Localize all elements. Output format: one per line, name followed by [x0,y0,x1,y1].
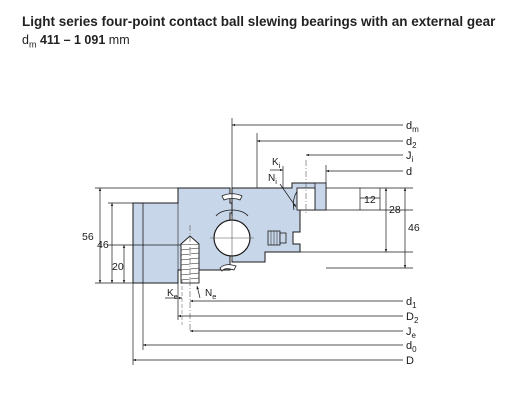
outer-gap-dimensions [165,285,201,300]
diameter-unit: mm [108,33,130,47]
raceway-top [215,209,249,217]
label-D2: D2 [406,311,419,325]
label-ki: Ki [272,157,281,170]
label-d0: d0 [406,340,417,354]
seal-bottom [219,264,237,272]
diameter-range-value: 411 – 1 091 [39,33,106,47]
grease-nipple [267,230,287,246]
diameter-range: dm 411 – 1 091 mm [22,33,130,50]
label-d2: d2 [406,136,417,150]
label-d: d [406,166,412,178]
label-dm: dm [406,120,419,134]
dim-46-right: 46 [408,222,420,234]
dim-20: 20 [112,261,124,273]
right-diameter-dimensions [132,118,403,365]
label-je: Je [406,326,417,340]
label-ji: Ji [406,150,414,164]
label-ke: Ke [167,288,178,301]
label-ni: Ni [268,173,277,186]
inner-bolt-hole [296,160,316,215]
inner-ring-cap [314,182,327,211]
diameter-symbol: dm [22,33,37,50]
dim-28: 28 [389,204,401,216]
label-ne: Ne [205,288,216,301]
label-D: D [406,355,414,367]
dim-12: 12 [364,194,376,206]
page-title: Light series four-point contact ball sle… [22,14,496,29]
dim-56: 56 [82,231,94,243]
right-height-dimensions [300,187,413,269]
inner-gap-dimensions [270,166,297,208]
label-d1: d1 [406,296,417,310]
dim-46-left: 46 [97,239,109,251]
left-height-dimensions [95,187,181,284]
